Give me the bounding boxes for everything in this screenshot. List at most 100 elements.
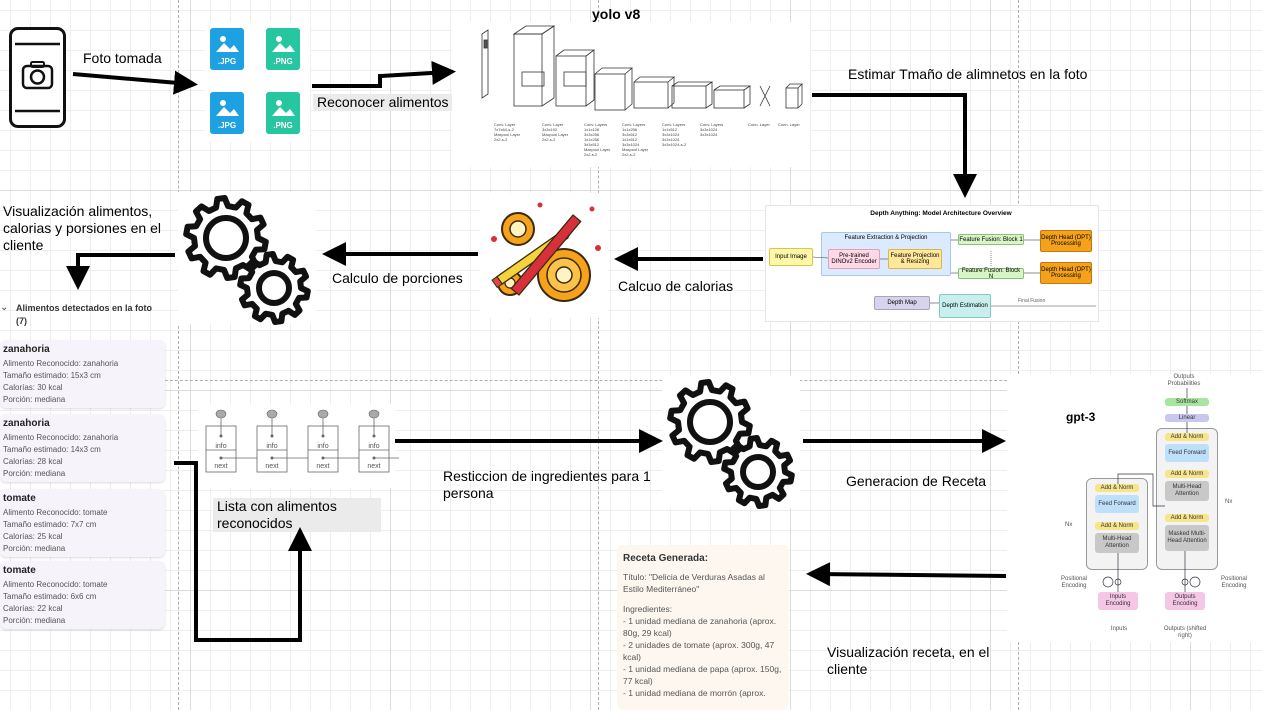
- svg-text:Maxpool Layer: Maxpool Layer: [494, 132, 521, 137]
- svg-text:next: next: [316, 463, 329, 470]
- label-lista-alimentos: Lista con alimentos reconocidos: [213, 498, 381, 532]
- gear-icon: [237, 251, 311, 325]
- multi-head-box: Multi-Head Attention: [1165, 481, 1209, 501]
- fusion-block-n: Feature Fusion: Block N: [958, 268, 1024, 280]
- svg-text:3x3x1024: 3x3x1024: [700, 127, 718, 132]
- feed-forward-box: Feed Forward: [1165, 444, 1209, 462]
- collapse-chevron-icon[interactable]: ⌄: [0, 302, 9, 313]
- svg-text:Conv. Layer: Conv. Layer: [494, 122, 516, 127]
- arrow-lista: [174, 461, 312, 642]
- food-card[interactable]: zanahoria Alimento Reconocido: zanahoria…: [0, 414, 165, 482]
- food-card[interactable]: tomate Alimento Reconocido: tomate Tamañ…: [0, 561, 165, 629]
- png-file-icon: .PNG: [266, 28, 300, 70]
- arrow-visualizacion: [66, 253, 175, 290]
- input-image-box: Input Image: [769, 248, 813, 266]
- food-recognized: Alimento Reconocido: tomate: [3, 508, 108, 517]
- gear-hub: [203, 215, 249, 261]
- multi-head-box: Multi-Head Attention: [1095, 533, 1139, 553]
- svg-text:Conv. Layer: Conv. Layer: [542, 122, 564, 127]
- food-size: Tamaño estimado: 6x6 cm: [3, 592, 97, 601]
- add-norm-box: Add & Norm: [1095, 484, 1139, 492]
- svg-text:3x3x1024-s-2: 3x3x1024-s-2: [662, 142, 687, 147]
- gear-icon: [183, 195, 269, 281]
- svg-text:3x3x1024: 3x3x1024: [622, 142, 640, 147]
- svg-text:info: info: [368, 443, 379, 450]
- svg-text:1x1x512: 1x1x512: [622, 137, 638, 142]
- svg-text:Conv. Layers: Conv. Layers: [700, 122, 723, 127]
- svg-text:1x1x256: 1x1x256: [622, 127, 638, 132]
- food-portion: Porción: mediana: [3, 469, 66, 478]
- positional-encoding-label: Positional Encoding: [1060, 576, 1087, 589]
- guide-line: [178, 0, 179, 710]
- food-card[interactable]: zanahoria Alimento Reconocido: zanahoria…: [0, 340, 165, 408]
- add-norm-box: Add & Norm: [1165, 470, 1209, 478]
- gear-hub: [256, 270, 292, 306]
- svg-text:2x2-s-2: 2x2-s-2: [542, 137, 556, 142]
- jpg-file-icon: .JPG: [210, 28, 244, 70]
- svg-text:3x3x512: 3x3x512: [584, 142, 600, 147]
- svg-text:info: info: [266, 443, 277, 450]
- inputs-label: Inputs: [1110, 626, 1128, 632]
- add-norm-box: Add & Norm: [1165, 514, 1209, 522]
- gear-icon: [721, 435, 795, 509]
- guide-line: [1018, 0, 1019, 710]
- positional-encoding-label: Positional Encoding: [1220, 576, 1247, 589]
- svg-text:Maxpool Layer: Maxpool Layer: [622, 147, 649, 152]
- gears-icon-porciones: [178, 192, 316, 325]
- gears-icon-restriccion: [662, 376, 800, 509]
- food-size: Tamaño estimado: 14x3 cm: [3, 445, 101, 454]
- food-calories: Calorías: 22 kcal: [3, 604, 63, 613]
- calorie-calculation-icon: [480, 193, 608, 318]
- food-card[interactable]: tomate Alimento Reconocido: tomate Tamañ…: [0, 489, 165, 557]
- food-calories: Calorías: 28 kcal: [3, 457, 63, 466]
- svg-text:2x2-s-2: 2x2-s-2: [622, 152, 636, 157]
- food-name: zanahoria: [3, 344, 50, 355]
- label-visualizacion-alimentos: Visualización alimentos, calorias y pors…: [3, 203, 161, 253]
- linear-box: Linear: [1165, 414, 1209, 422]
- phone-camera-icon: [9, 27, 66, 128]
- svg-text:1x1x256: 1x1x256: [584, 137, 600, 142]
- label-visualizacion-receta: Visualización receta, en el cliente: [827, 644, 990, 677]
- recipe-name: Título: "Delicia de Verduras Asadas al E…: [623, 572, 765, 594]
- food-recognized: Alimento Reconocido: tomate: [3, 580, 108, 589]
- arrow-reconocer: [312, 60, 456, 88]
- label-reconocer-alimentos: Reconocer alimentos: [313, 94, 453, 111]
- food-portion: Porción: mediana: [3, 544, 66, 553]
- guide-line: [598, 0, 599, 710]
- nx-label: Nx: [1225, 499, 1233, 505]
- food-portion: Porción: mediana: [3, 395, 66, 404]
- svg-text:7x7x64-s-2: 7x7x64-s-2: [494, 127, 515, 132]
- svg-text:Maxpool Layer: Maxpool Layer: [584, 147, 611, 152]
- depth-head-1: Depth Head (DPT) Processing: [1040, 230, 1092, 252]
- svg-text:info: info: [317, 443, 328, 450]
- svg-text:Conv. Layers: Conv. Layers: [662, 122, 685, 127]
- arrow-receta: [806, 562, 1007, 587]
- list-node: info next: [307, 409, 359, 473]
- feed-forward-box: Feed Forward: [1095, 495, 1139, 513]
- arrow-estimar: [812, 93, 977, 198]
- svg-text:info: info: [215, 443, 226, 450]
- svg-text:3x3x1024: 3x3x1024: [700, 132, 718, 137]
- depth-head-2: Depth Head (DPT) Processing: [1040, 262, 1092, 284]
- svg-text:Conv. Layers: Conv. Layers: [584, 122, 607, 127]
- outputs-label: Outputs (shifted right): [1163, 626, 1207, 639]
- recipe-title: Receta Generada:: [623, 553, 709, 564]
- guide-line: [0, 380, 1262, 381]
- svg-text:3x3x1024: 3x3x1024: [662, 132, 680, 137]
- input-encoding-box: Inputs Encoding: [1098, 592, 1138, 610]
- yolo-title: yolo v8: [592, 6, 641, 22]
- ingredient-item: - 1 unidad mediana de zanahoria (aprox. …: [623, 616, 777, 638]
- svg-text:1x1x128: 1x1x128: [584, 127, 600, 132]
- depth-title: Depth Anything: Model Architecture Overv…: [870, 210, 1012, 217]
- label-generacion-receta: Generacion de Receta: [846, 473, 987, 489]
- food-size: Tamaño estimado: 15x3 cm: [3, 371, 101, 380]
- food-recognized: Alimento Reconocido: zanahoria: [3, 359, 119, 368]
- ingredient-item: - 1 unidad mediana de morrón (aprox.: [623, 688, 766, 698]
- recipe-card[interactable]: Receta Generada: Título: "Delicia de Ver…: [617, 545, 789, 710]
- arrow-foto: [72, 70, 198, 95]
- final-fusion-label: Final Fusion: [1018, 298, 1046, 304]
